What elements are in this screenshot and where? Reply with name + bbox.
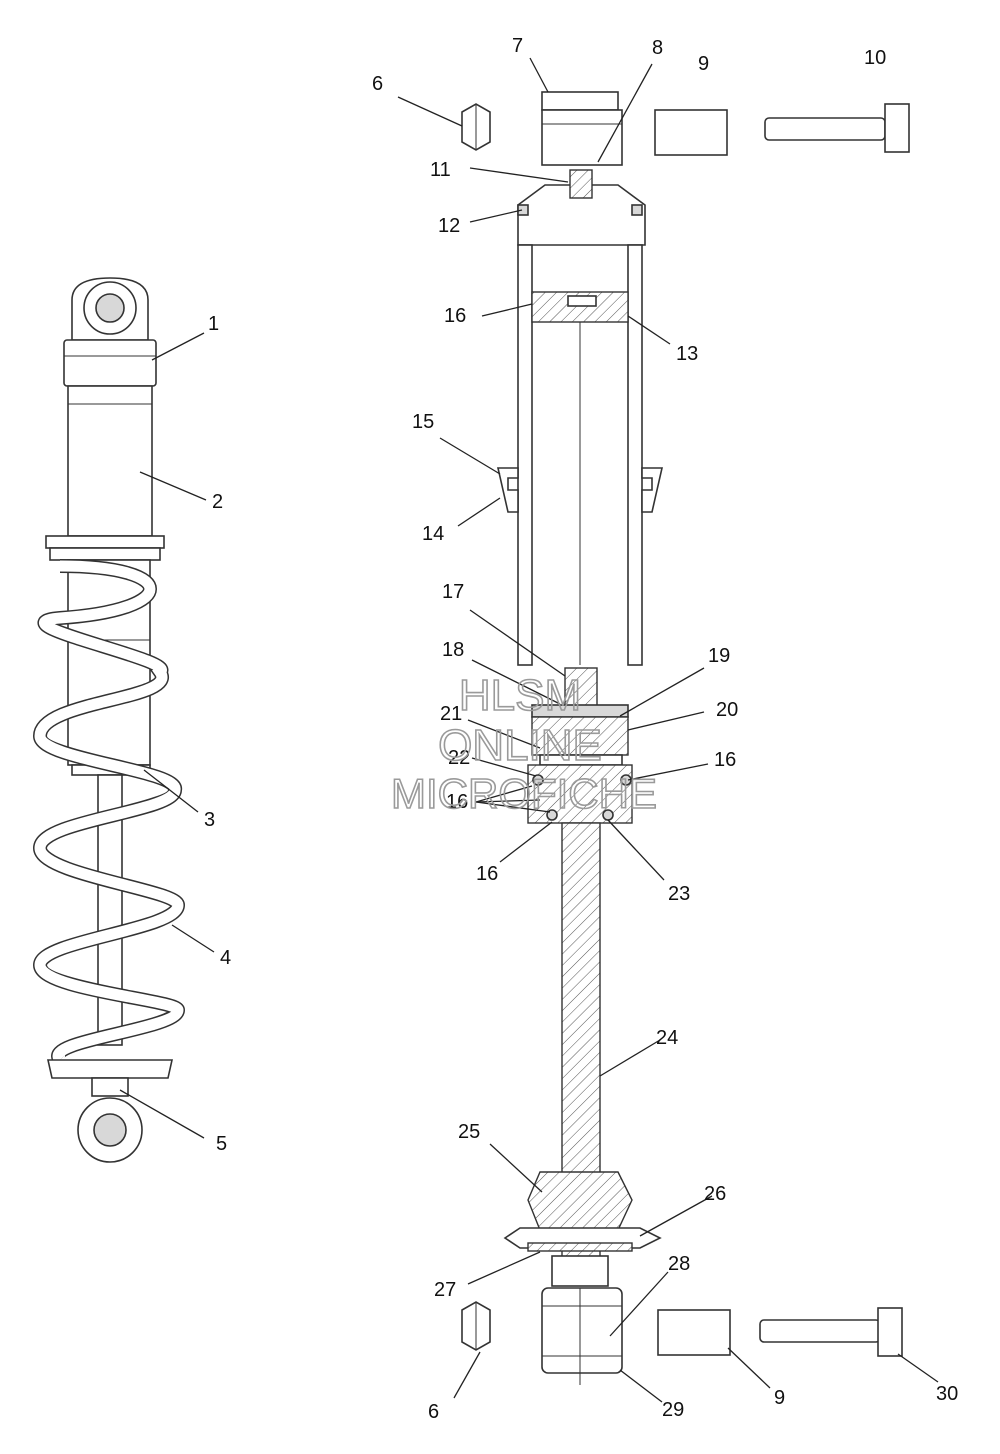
upper-nut xyxy=(461,103,491,151)
callout-8: 8 xyxy=(652,37,663,59)
lower-spring-seat xyxy=(47,1059,173,1097)
callout-17: 17 xyxy=(442,581,464,603)
callout-26: 26 xyxy=(704,1183,726,1205)
leader-lines xyxy=(119,57,939,1403)
callout-12: 12 xyxy=(438,215,460,237)
retaining-clips xyxy=(496,467,664,513)
callout-21: 21 xyxy=(440,703,462,725)
spring-retainer-upper xyxy=(45,535,165,561)
callout-30: 30 xyxy=(936,1383,958,1405)
floating-piston xyxy=(531,291,629,323)
shock-body xyxy=(67,385,153,537)
watermark: HLSM ONLINE MICROFICHE xyxy=(390,670,658,818)
watermark-line-1: HLSM xyxy=(459,671,581,720)
callout-14: 14 xyxy=(422,523,444,545)
callout-2: 2 xyxy=(212,491,223,513)
callout-15: 15 xyxy=(412,411,434,433)
callout-7: 7 xyxy=(512,35,523,57)
bushing-lower xyxy=(657,1309,731,1356)
callout-22: 22 xyxy=(448,747,470,769)
lower-bolt xyxy=(759,1307,903,1357)
callout-11: 11 xyxy=(430,159,451,181)
upper-eye-mount xyxy=(63,277,157,387)
callout-5: 5 xyxy=(216,1133,227,1155)
rod-end xyxy=(551,1255,609,1287)
callout-16-d: 16 xyxy=(476,863,498,885)
watermark-line-3: MICROFICHE xyxy=(391,770,657,817)
callout-24: 24 xyxy=(656,1027,678,1049)
lower-eyelet xyxy=(541,1287,623,1385)
rod-cup xyxy=(503,1227,662,1252)
exploded-section xyxy=(461,91,910,1385)
piston-assembly xyxy=(527,667,633,824)
cylinder-wall xyxy=(517,244,643,666)
lower-eye-mount xyxy=(77,1097,143,1163)
watermark-line-2: ONLINE xyxy=(438,721,602,770)
bushing-upper xyxy=(654,109,728,156)
bump-stop xyxy=(527,1171,633,1231)
callout-9-lower: 9 xyxy=(774,1387,785,1409)
callout-13: 13 xyxy=(676,343,698,365)
callout-16-c: 16 xyxy=(446,791,468,813)
upper-bolt xyxy=(764,103,910,153)
top-cap xyxy=(517,169,646,246)
callout-25: 25 xyxy=(458,1121,480,1143)
callout-4: 4 xyxy=(220,947,231,969)
callout-1: 1 xyxy=(208,313,219,335)
callout-27: 27 xyxy=(434,1279,456,1301)
callout-3: 3 xyxy=(204,809,215,831)
lower-nut xyxy=(461,1301,491,1351)
upper-eyelet xyxy=(541,91,623,166)
callout-16-b: 16 xyxy=(714,749,736,771)
assembled-shock xyxy=(32,277,186,1163)
callout-23: 23 xyxy=(668,883,690,905)
callout-10: 10 xyxy=(864,47,886,69)
callout-labels: 1 2 3 4 5 6 6 7 8 9 9 10 11 12 13 14 15 … xyxy=(204,35,958,1423)
callout-6-lower: 6 xyxy=(428,1401,439,1423)
callout-29: 29 xyxy=(662,1399,684,1421)
callout-19: 19 xyxy=(708,645,730,667)
coil-spring xyxy=(32,559,186,1065)
callout-28: 28 xyxy=(668,1253,690,1275)
callout-18: 18 xyxy=(442,639,464,661)
callout-9-upper: 9 xyxy=(698,53,709,75)
callout-20: 20 xyxy=(716,699,738,721)
callout-6-upper: 6 xyxy=(372,73,383,95)
callout-16-a: 16 xyxy=(444,305,466,327)
